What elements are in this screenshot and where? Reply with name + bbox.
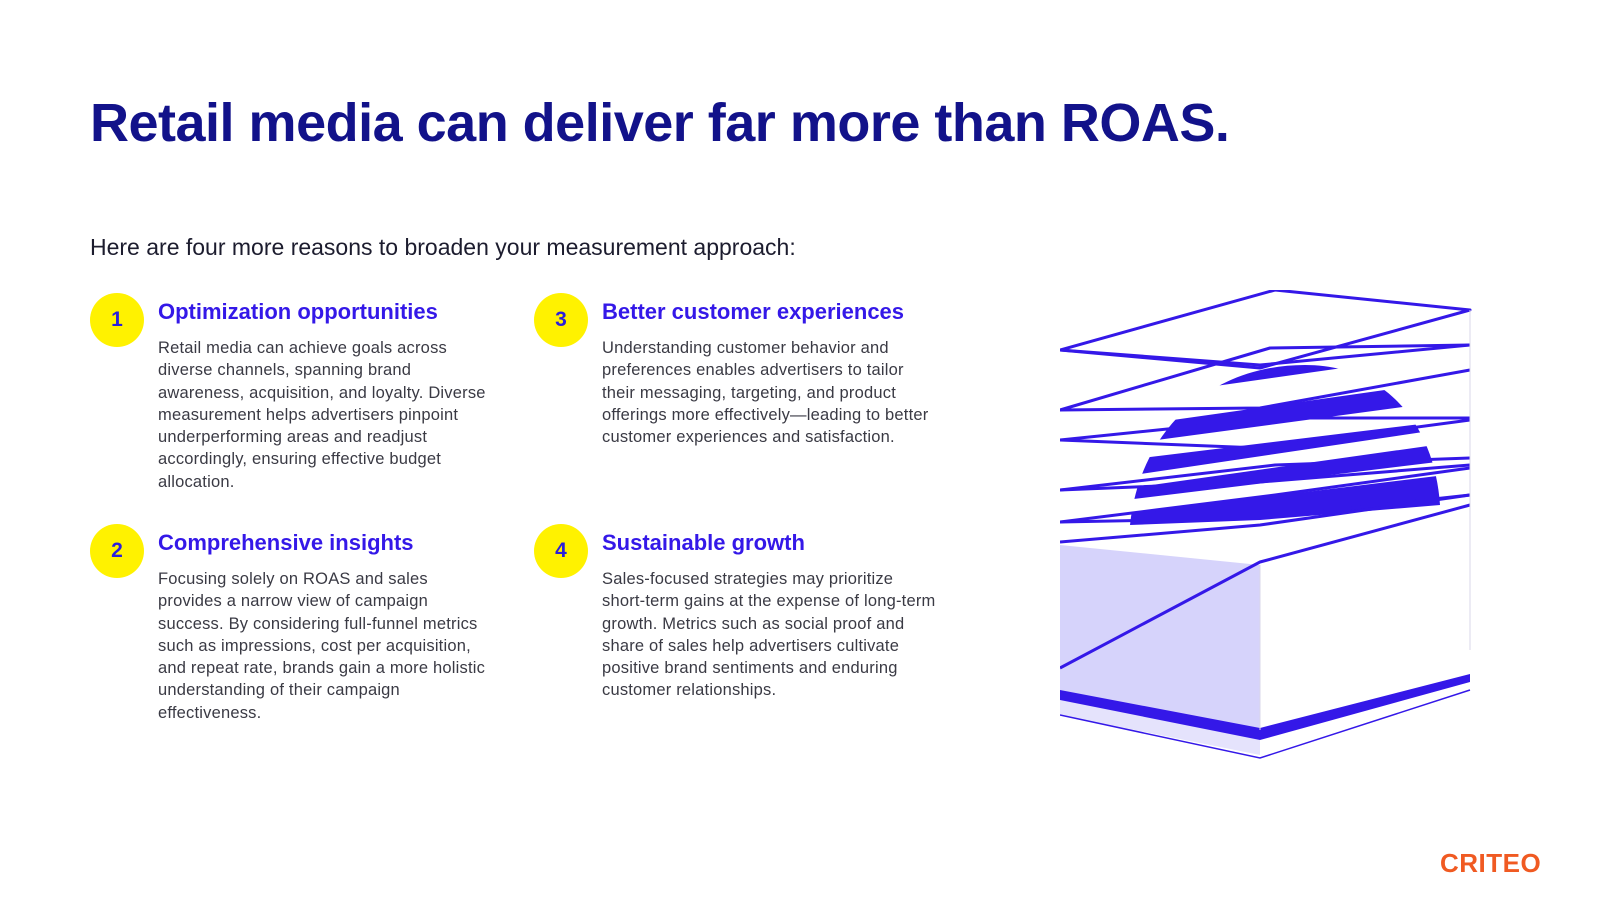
- page-subtitle: Here are four more reasons to broaden yo…: [90, 234, 796, 260]
- cube-base-band: [1060, 674, 1470, 740]
- reason-title: Better customer experiences: [602, 299, 905, 324]
- reason-title: Optimization opportunities: [158, 299, 438, 324]
- cube-front-face: [1060, 545, 1260, 730]
- cube-lower-face: [1060, 700, 1260, 755]
- reason-title: Comprehensive insights: [158, 530, 414, 555]
- page-title: Retail media can deliver far more than R…: [90, 93, 1230, 153]
- number-badge: 3: [534, 293, 588, 347]
- layered-cube-illustration: [1060, 290, 1472, 759]
- reason-body: Focusing solely on ROAS and sales provid…: [158, 570, 486, 722]
- reason-body: Sales-focused strategies may prioritize …: [602, 570, 936, 700]
- number-badge: 1: [90, 293, 144, 347]
- criteo-logo: CRITEO: [1440, 848, 1542, 878]
- number-badge: 4: [534, 524, 588, 578]
- number-badge: 2: [90, 524, 144, 578]
- reason-body: Retail media can achieve goals across di…: [158, 339, 486, 491]
- reason-title: Sustainable growth: [602, 530, 805, 555]
- reason-body: Understanding customer behavior and pref…: [602, 339, 929, 447]
- plate-top: [1060, 290, 1472, 370]
